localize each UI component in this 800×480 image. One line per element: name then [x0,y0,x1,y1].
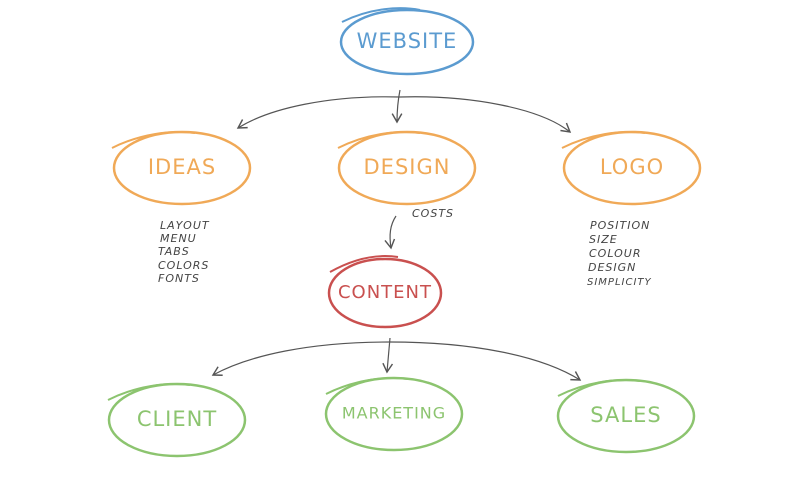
note-item: FONTS [158,272,200,285]
ideas-notes: LAYOUT MENU TABS COLORS FONTS [158,219,210,285]
arrow-design-to-content [384,215,397,250]
note-item: SIZE [589,233,618,246]
node-label: WEBSITE [357,29,458,53]
node-content[interactable]: CONTENT [327,255,443,329]
node-sales[interactable]: SALES [556,378,696,454]
node-label: MARKETING [342,404,446,423]
node-website[interactable]: WEBSITE [339,7,475,76]
node-label: SALES [590,403,661,427]
node-label: CLIENT [137,407,217,431]
arrow-to-logo [399,96,572,133]
node-design[interactable]: DESIGN [337,130,477,206]
node-label: LOGO [600,155,664,179]
arrow-to-client [211,341,391,376]
edge-label-costs: COSTS [412,207,454,220]
node-label: CONTENT [338,282,432,303]
node-label: IDEAS [148,155,216,179]
node-client[interactable]: CLIENT [107,382,247,458]
node-ideas[interactable]: IDEAS [111,130,252,206]
note-item: LAYOUT [160,219,210,232]
logo-notes: POSITION SIZE COLOUR DESIGN SIMPLICITY [587,219,652,288]
node-marketing[interactable]: MARKETING [324,376,464,452]
arrow-to-ideas [236,96,401,129]
arrow-to-design [391,89,403,124]
note-item: POSITION [590,219,650,232]
arrow-to-sales [389,341,582,381]
note-item: COLOUR [589,247,641,260]
node-logo[interactable]: LOGO [561,130,702,206]
note-item: COLORS [158,259,209,272]
note-item: MENU [160,232,197,245]
node-label: DESIGN [364,155,451,179]
note-item: DESIGN [588,261,636,274]
note-item: TABS [158,245,190,258]
arrow-to-marketing [382,337,394,374]
note-item: SIMPLICITY [587,277,652,288]
